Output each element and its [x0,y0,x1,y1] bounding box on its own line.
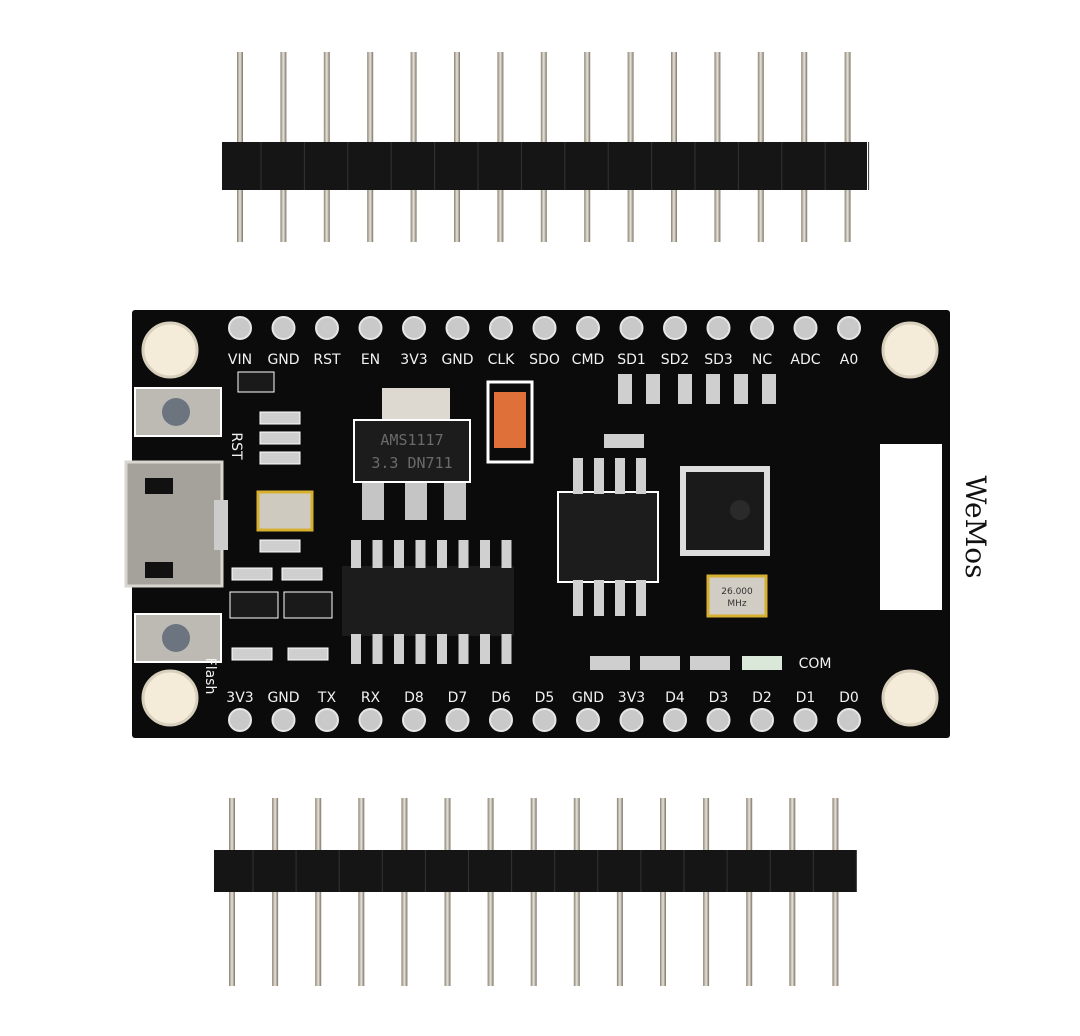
top-pin-label: CLK [488,352,516,368]
pin-pad [793,708,818,732]
bottom-pin-label: D0 [839,690,859,706]
pin-pad [489,316,513,340]
pin-pad [663,708,687,732]
pin-pad [402,316,426,340]
pin-pad [228,316,252,340]
top-pin-label: 3V3 [400,352,427,368]
top-pin-label: A0 [840,352,858,368]
top-pin-label: SD2 [661,352,690,368]
top-pin-label: GND [267,352,299,368]
top-pin-label: ADC [790,352,820,368]
regulator-marking-1: AMS1117 [380,431,443,449]
crystal-26mhz: 26.000 MHz [706,574,768,618]
flash-button[interactable] [134,613,222,663]
header-plastic [222,142,867,190]
regulator-marking-2: 3.3 DN711 [371,454,452,472]
bottom-pin-label: GND [572,690,604,706]
usb-serial-chip [342,540,514,664]
pin-pad [706,708,731,732]
flash-label: Flash [202,658,218,695]
bottom-pin-label: D4 [665,690,685,706]
top-pin-label: SD1 [617,352,646,368]
passive-components [229,371,333,661]
pin-pad [358,316,383,340]
pin-pad [489,708,513,732]
pin-pad [837,708,861,732]
bottom-pin-label: D3 [709,690,729,706]
top-pin-label: SDO [529,352,560,368]
pin-pad [619,708,644,732]
pin-pad [315,316,339,340]
mounting-hole [141,321,199,379]
bottom-pin-label: 3V3 [618,690,645,706]
pin-pad [576,316,600,340]
top-pin-label: GND [441,352,473,368]
crystal-freq: 26.000 [721,587,753,597]
pin-pad [315,708,339,732]
mounting-hole [881,321,939,379]
pin-pad [271,708,296,732]
pin-pad [358,708,383,732]
mounting-hole [881,669,939,727]
top-pin-label: CMD [572,352,605,368]
bottom-pin-label: D7 [448,690,468,706]
pin-pad [445,708,470,732]
pin-pad [532,316,557,340]
micro-usb-port[interactable] [124,460,228,588]
tantalum-capacitor [494,392,526,448]
pin-pad [706,316,731,340]
svg-text:WeMos: WeMos [959,476,992,579]
top-pin-label: SD3 [704,352,733,368]
bottom-pin-label: GND [267,690,299,706]
bottom-pin-label: D6 [491,690,511,706]
bottom-pin-label: D1 [796,690,816,706]
pin-pad [750,316,774,340]
pin-pad [663,316,687,340]
bottom-pin-label: D5 [535,690,555,706]
led-resistors [590,374,782,670]
com-led-label: COM [799,656,832,672]
voltage-regulator: AMS1117 3.3 DN711 [353,388,471,520]
reset-button[interactable] [134,387,222,437]
top-pin-label: EN [361,352,380,368]
bottom-pin-label: 3V3 [226,690,253,706]
top-pin-label: NC [752,352,772,368]
bottom-pin-label: RX [361,690,381,706]
pin-pad [619,316,644,340]
usb-crystal [256,490,314,532]
pin-pad [532,708,557,732]
reset-label: RST [228,432,244,460]
crystal-unit: MHz [727,599,747,609]
flash-memory-chip [557,458,659,616]
pin-pad [793,316,818,340]
bottom-pin-label: D8 [404,690,424,706]
top-pin-label: RST [313,352,341,368]
pin-pad [228,708,252,732]
bottom-pin-label: TX [317,690,337,706]
top-pin-header [222,52,870,242]
bottom-pin-header [214,798,857,986]
top-pin-label: VIN [228,352,252,368]
pin-pad [271,316,296,340]
wemos-logo: WeMos [880,444,992,610]
pin-pad [445,316,470,340]
mounting-hole [141,669,199,727]
pin-pad [837,316,861,340]
pin-pad [750,708,774,732]
pin-pad [576,708,600,732]
pin-pad [402,708,426,732]
bottom-pin-label: D2 [752,690,772,706]
esp8266-chip [680,466,770,556]
